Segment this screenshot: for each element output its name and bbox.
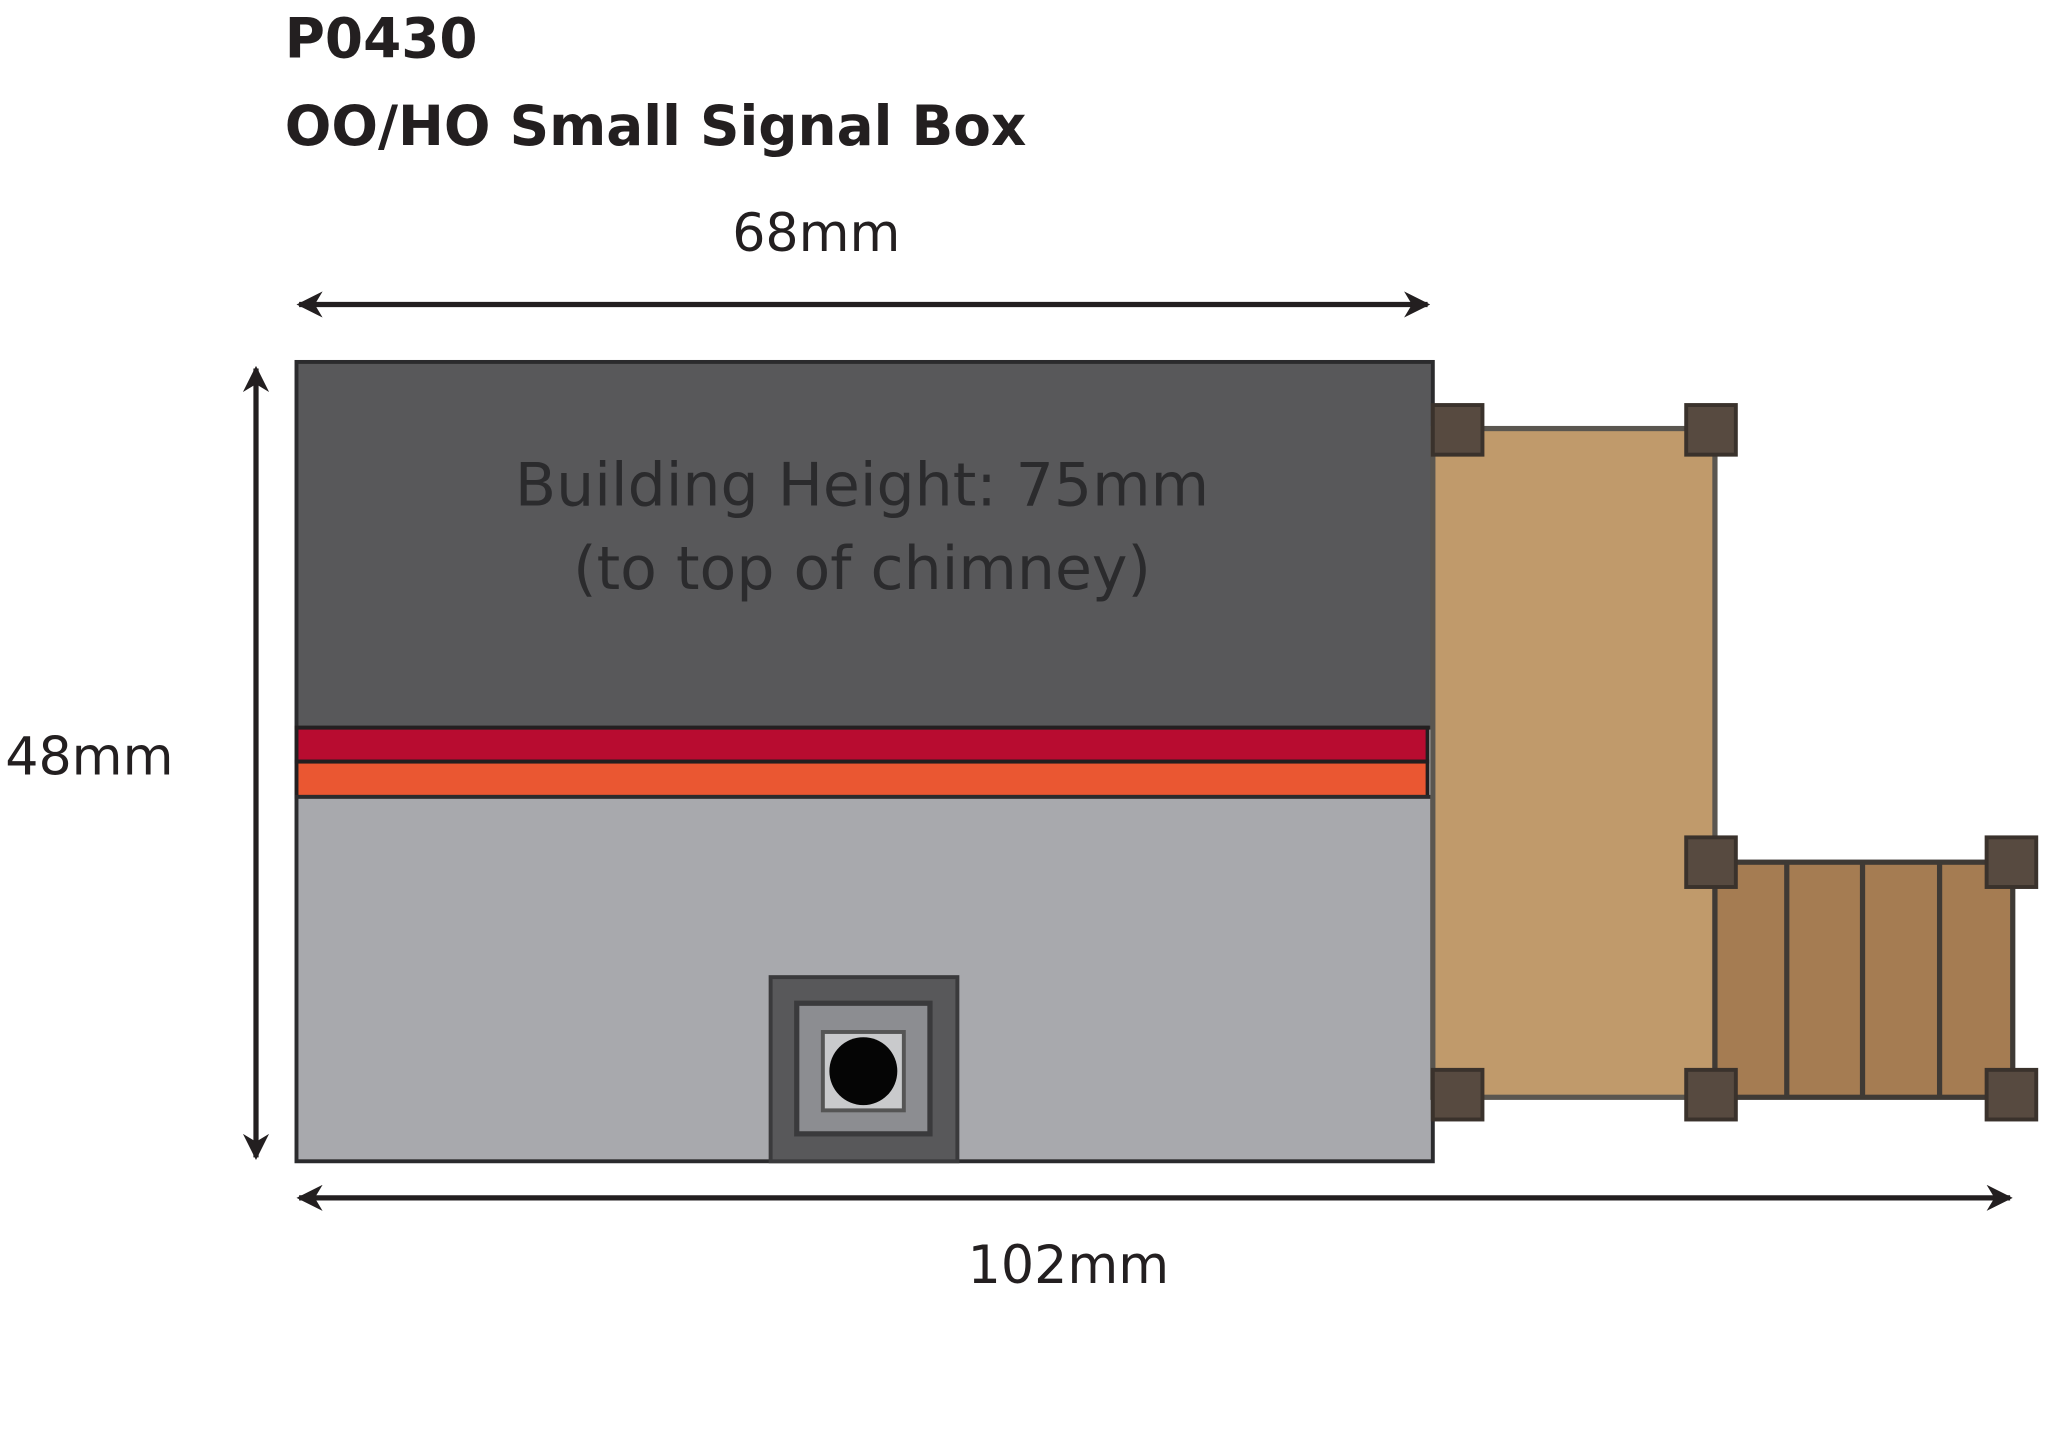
platform bbox=[1430, 425, 1718, 1100]
support-posts bbox=[1430, 403, 2039, 1122]
building: Building Height: 75mm (to top of chimney… bbox=[294, 359, 1435, 1164]
product-name: OO/HO Small Signal Box bbox=[285, 94, 1027, 158]
total-width-label: 102mm bbox=[968, 1236, 1169, 1296]
stairs bbox=[1712, 859, 2016, 1100]
depth-label: 48mm bbox=[5, 728, 173, 788]
chimney bbox=[768, 975, 960, 1164]
width-label: 68mm bbox=[732, 204, 900, 264]
building-height-note: Building Height: 75mm bbox=[515, 451, 1209, 521]
orange-stripe bbox=[294, 759, 1430, 799]
roof bbox=[294, 359, 1435, 730]
red-stripe bbox=[294, 725, 1430, 764]
product-code: P0430 bbox=[285, 7, 478, 71]
chimney-note: (to top of chimney) bbox=[573, 534, 1151, 604]
